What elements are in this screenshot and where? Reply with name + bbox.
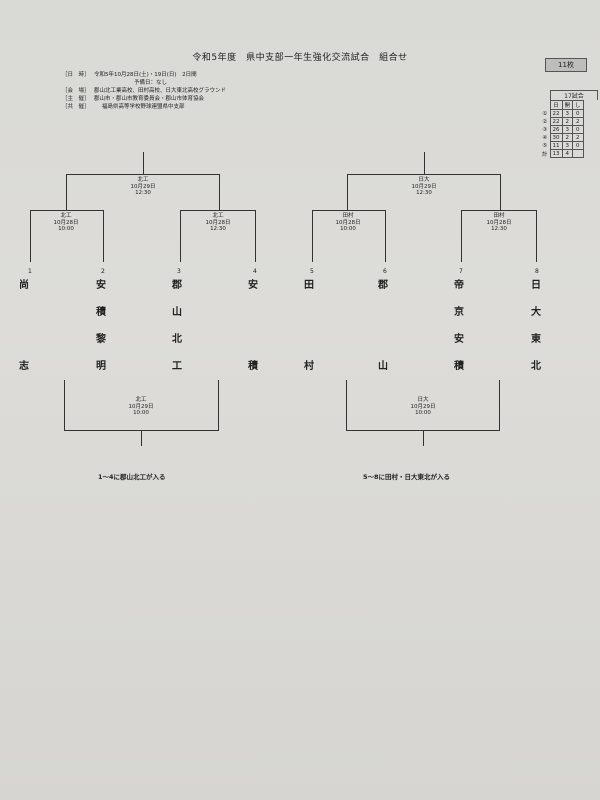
bracket-line: [180, 210, 256, 211]
bracket-line: [180, 210, 181, 262]
bracket-line: [30, 210, 31, 262]
bracket-line: [500, 174, 501, 210]
slot-number: 4: [253, 268, 257, 275]
team-1: 尚 志: [19, 280, 29, 372]
score-table-title: 17試合: [550, 90, 598, 100]
bracket-line: [347, 174, 348, 210]
slot-number: 8: [535, 268, 539, 275]
bracket-line: [30, 210, 104, 211]
bracket-line: [461, 210, 537, 211]
bracket-line: [423, 430, 424, 446]
bracket-line: [103, 210, 104, 262]
team-2: 安積黎明: [96, 280, 106, 372]
note-right: 5～8に田村・日大東北が入る: [363, 473, 451, 481]
info-date: ［日 時］令和5年10月28日(土)・19日(日) 2日間: [62, 72, 197, 78]
count-badge: 11枚: [545, 58, 587, 72]
team-5: 田 村: [304, 280, 314, 372]
slot-number: 5: [310, 268, 314, 275]
slot-number: 1: [28, 268, 32, 275]
slot-number: 2: [101, 268, 105, 275]
team-4: 安 積: [248, 280, 258, 372]
slot-number: 6: [383, 268, 387, 275]
team-7: 帝京安積: [454, 280, 464, 372]
slot-number: 3: [177, 268, 181, 275]
team-8: 日大東北: [531, 280, 541, 372]
bracket-line: [219, 174, 220, 210]
bracket-line: [312, 210, 386, 211]
info-reserve: 予備日：なし: [134, 80, 168, 86]
bracket-line: [536, 210, 537, 262]
bracket-line: [218, 380, 219, 430]
bracket-line: [143, 152, 144, 174]
info-venue: ［会 場］郡山北工業高校、田村高校、日大東北高校グラウンド: [62, 88, 227, 94]
bracket-line: [346, 380, 347, 430]
bracket-line: [66, 174, 67, 210]
bracket-line: [312, 210, 313, 262]
team-6: 郡 山: [378, 280, 388, 372]
bracket-line: [424, 152, 425, 174]
bracket-line: [499, 380, 500, 430]
bracket-line: [461, 210, 462, 262]
team-3: 郡山北工: [172, 280, 182, 372]
bracket-line: [255, 210, 256, 262]
slot-number: 7: [459, 268, 463, 275]
bracket-line: [64, 380, 65, 430]
table-header-row: 日 開 し: [540, 100, 584, 110]
info-host: ［主 催］郡山市・郡山市教育委員会・郡山市体育協会: [62, 96, 205, 102]
bracket-line: [385, 210, 386, 262]
bracket-line: [347, 174, 501, 175]
bracket-line: [66, 174, 220, 175]
page-title: 令和5年度 県中支部一年生強化交流試合 組合せ: [192, 53, 408, 63]
info-cohost: ［共 催］福島県高等学校野球連盟県中支部: [62, 104, 185, 110]
bracket-line: [141, 430, 142, 446]
note-left: 1～4に郡山北工が入る: [98, 473, 166, 481]
